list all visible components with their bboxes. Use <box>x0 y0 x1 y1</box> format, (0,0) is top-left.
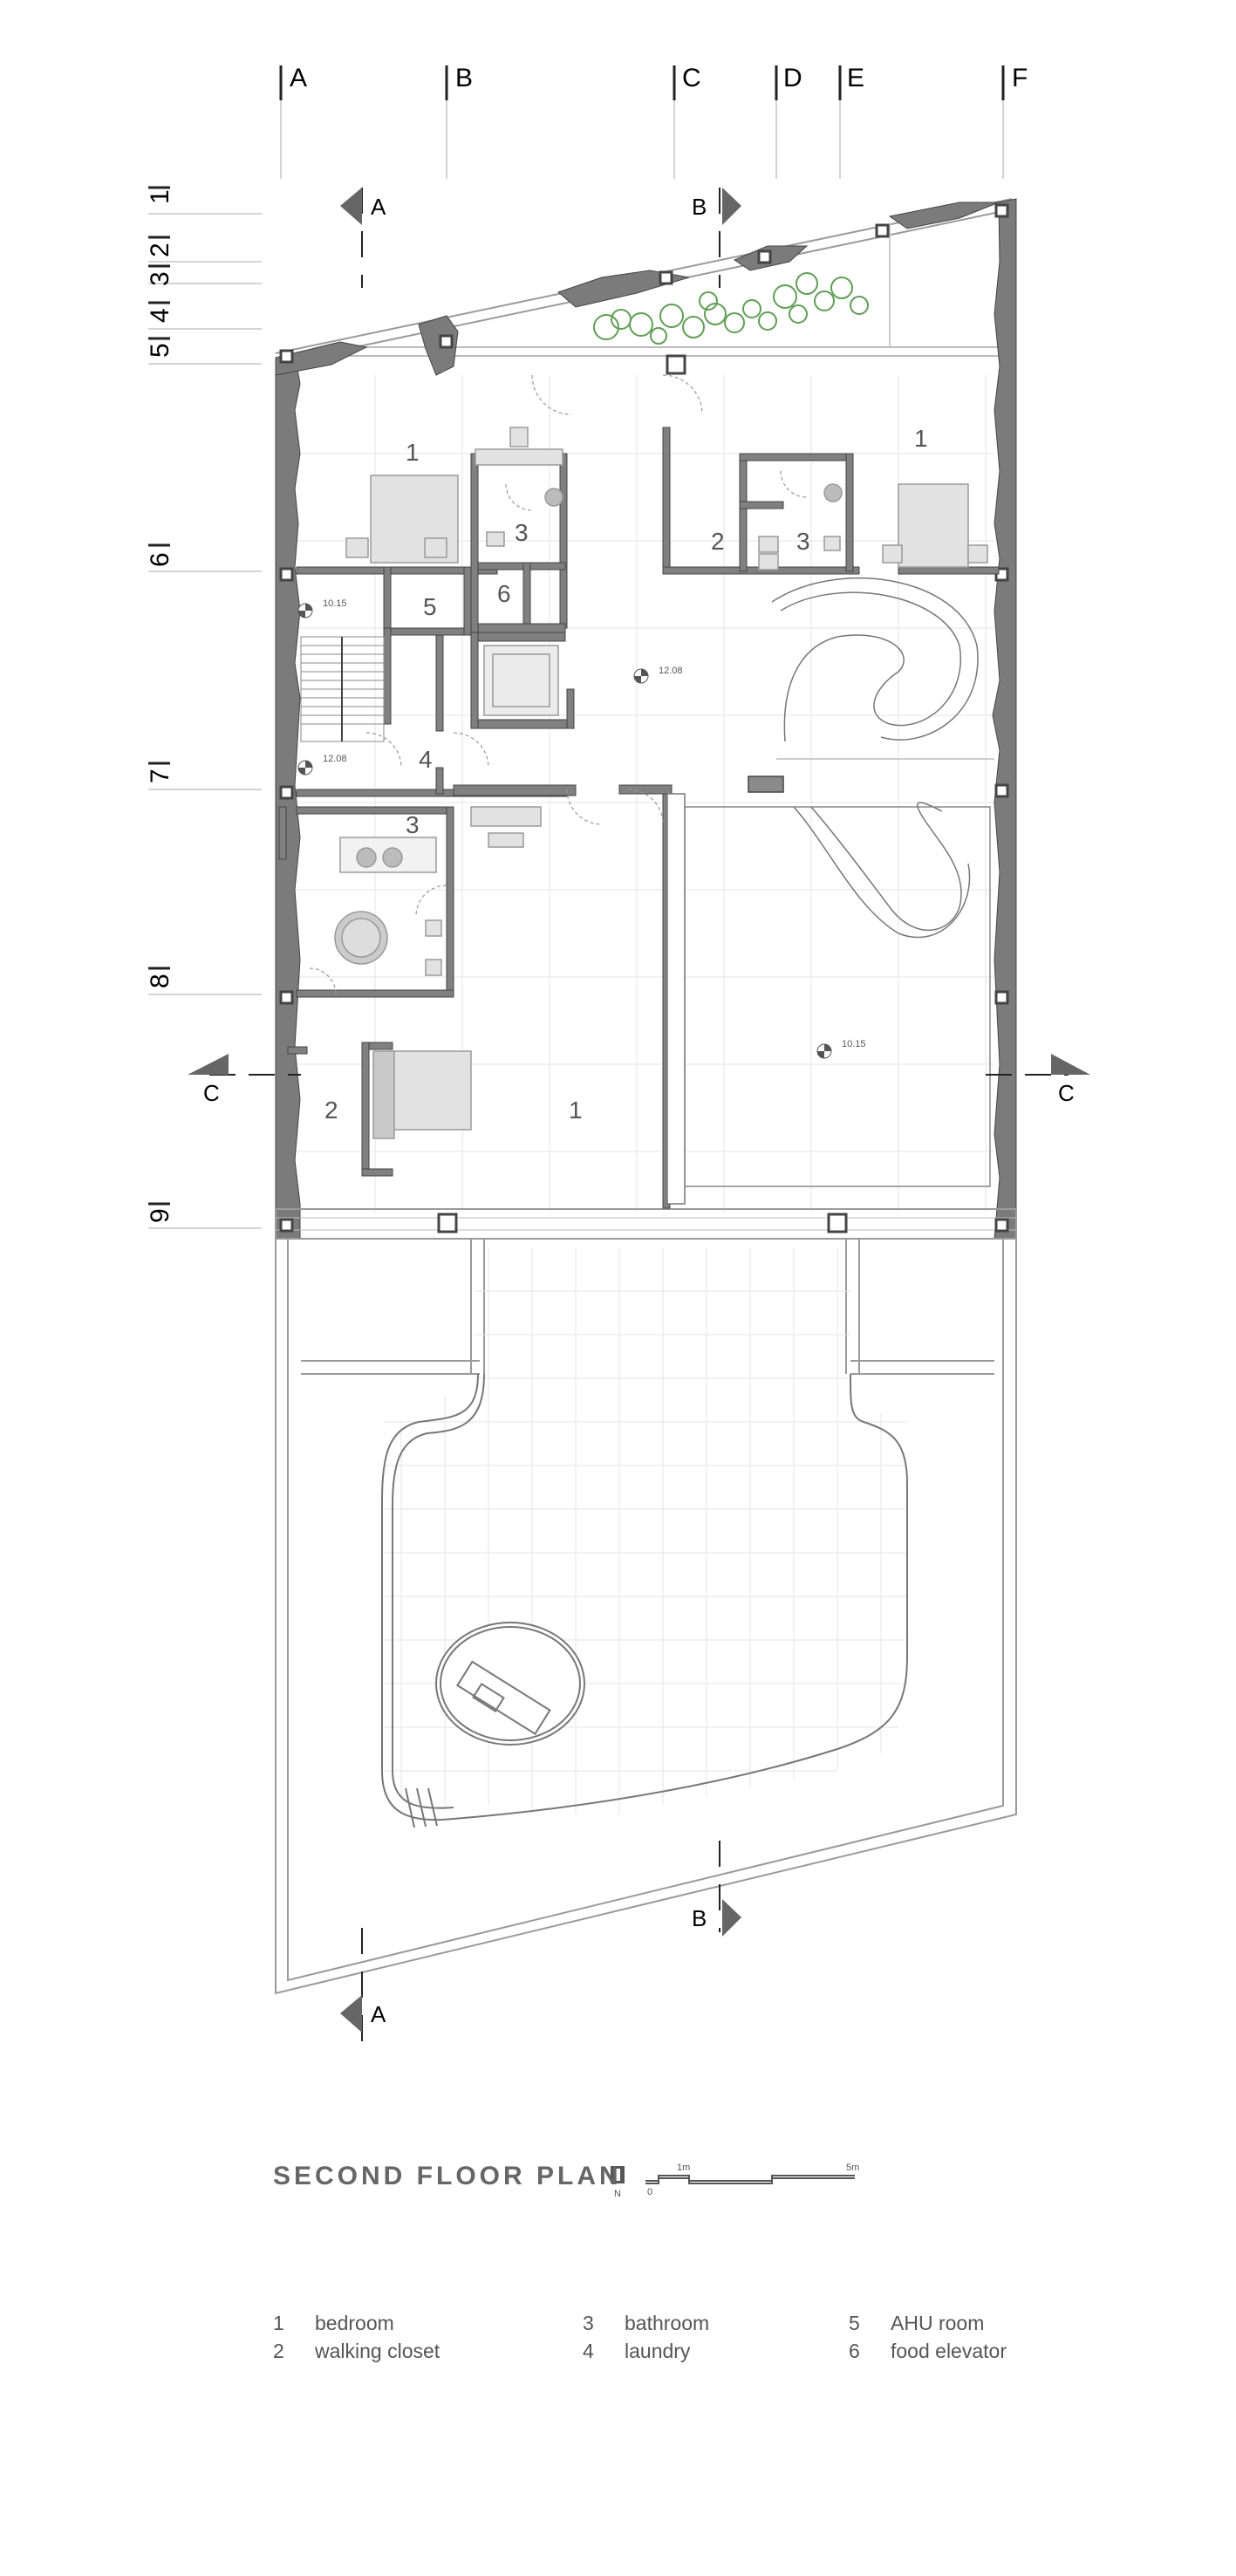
room-num-bedroom-ne: 1 <box>914 425 928 452</box>
legend-num: 6 <box>849 2340 860 2362</box>
grid-row-7: 7 <box>146 769 174 783</box>
legend-label: bedroom <box>315 2312 394 2334</box>
room-num-bathroom-w: 3 <box>406 811 420 838</box>
grid-row-6: 6 <box>146 552 174 567</box>
room-numbers: 1 3 5 6 4 1 2 3 3 2 1 <box>324 425 928 1124</box>
level-label-4: 10.15 <box>842 1039 866 1049</box>
room-num-bathroom-ne: 3 <box>796 528 810 555</box>
grid-row-8: 8 <box>146 974 174 988</box>
section-B-top: B <box>692 194 707 220</box>
room-num-laundry: 4 <box>419 746 433 773</box>
room-num-bedroom-nw: 1 <box>406 439 420 466</box>
room-num-food-elevator: 6 <box>497 580 511 607</box>
room-num-ahu: 5 <box>423 593 437 620</box>
section-B-bottom: B <box>692 1905 707 1931</box>
legend-item: 6 food elevator <box>849 2340 1007 2363</box>
section-markers: A B C C B A <box>188 188 1090 2041</box>
legend-num: 3 <box>583 2312 594 2334</box>
level-label-3: 12.08 <box>323 754 347 764</box>
staircase-west <box>300 636 385 742</box>
north-label: N <box>614 2189 621 2199</box>
section-A-top: A <box>371 194 386 220</box>
grid-col-A: A <box>290 64 307 92</box>
scale-bar: 0 1m 5m <box>645 2163 859 2197</box>
furniture <box>334 427 988 1139</box>
south-courtyard <box>275 1239 1017 1995</box>
south-facade <box>275 1208 1017 1240</box>
section-A-bottom: A <box>371 2001 386 2027</box>
legend-label: laundry <box>625 2340 691 2362</box>
legend-item: 3 bathroom <box>583 2312 709 2335</box>
grid-row-ticks <box>148 186 170 1206</box>
grid-row-5: 5 <box>146 343 174 358</box>
column-squares <box>279 203 1009 1233</box>
legend-item: 1 bedroom <box>273 2312 394 2335</box>
legend-num: 2 <box>273 2340 284 2362</box>
pool-tile-grid <box>384 1247 907 1814</box>
grid-col-B: B <box>455 64 473 92</box>
room-num-closet-w: 2 <box>324 1097 338 1124</box>
plan-title: SECOND FLOOR PLAN <box>273 2162 622 2190</box>
grid-column-labels: A B C D E F <box>290 64 1028 92</box>
legend-item: 4 laundry <box>583 2340 690 2363</box>
grid-col-C: C <box>682 64 701 92</box>
legend-num: 1 <box>273 2312 284 2334</box>
grid-column-ticks <box>279 65 1005 100</box>
grid-row-1: 1 <box>146 189 174 204</box>
legend-item: 2 walking closet <box>273 2340 440 2363</box>
interior-walls <box>278 427 1000 1209</box>
legend-label: AHU room <box>891 2312 985 2334</box>
spiral-stair <box>748 577 994 939</box>
legend-item: 5 AHU room <box>849 2312 984 2335</box>
room-num-bathroom-nw: 3 <box>515 519 529 546</box>
level-label-2: 12.08 <box>659 666 683 676</box>
grid-col-D: D <box>783 64 802 92</box>
grid-col-F: F <box>1012 64 1028 92</box>
scale-label-1m: 1m <box>677 2163 690 2173</box>
grid-row-3: 3 <box>146 271 174 286</box>
grid-row-2: 2 <box>146 243 174 257</box>
double-height-void <box>666 793 991 1205</box>
grid-col-E: E <box>847 64 864 92</box>
room-num-closet-ne: 2 <box>711 528 725 555</box>
grid-row-9: 9 <box>146 1208 174 1223</box>
north-arrow: N <box>611 2166 625 2199</box>
level-markers: 10.15 12.08 12.08 10.15 <box>297 598 866 1059</box>
legend-label: food elevator <box>891 2340 1007 2362</box>
legend-num: 4 <box>583 2340 594 2362</box>
section-C-right: C <box>1058 1080 1075 1106</box>
legend-num: 5 <box>849 2312 860 2334</box>
room-num-bedroom-main: 1 <box>569 1097 583 1124</box>
section-C-left: C <box>203 1080 220 1106</box>
courtyard-pool-outline <box>381 1373 908 1828</box>
scale-label-0: 0 <box>647 2187 652 2197</box>
room-legend: 1 bedroom 2 walking closet 3 bathroom 4 laun… <box>273 2312 1058 2373</box>
grid-row-labels: 1 2 3 4 5 6 7 8 9 <box>146 189 174 1223</box>
level-label-1: 10.15 <box>323 598 347 609</box>
scale-label-5m: 5m <box>846 2163 859 2173</box>
terrace-plants <box>593 272 869 345</box>
doors <box>309 374 808 995</box>
legend-label: walking closet <box>315 2340 440 2362</box>
grid-row-4: 4 <box>146 308 174 323</box>
legend-label: bathroom <box>625 2312 710 2334</box>
